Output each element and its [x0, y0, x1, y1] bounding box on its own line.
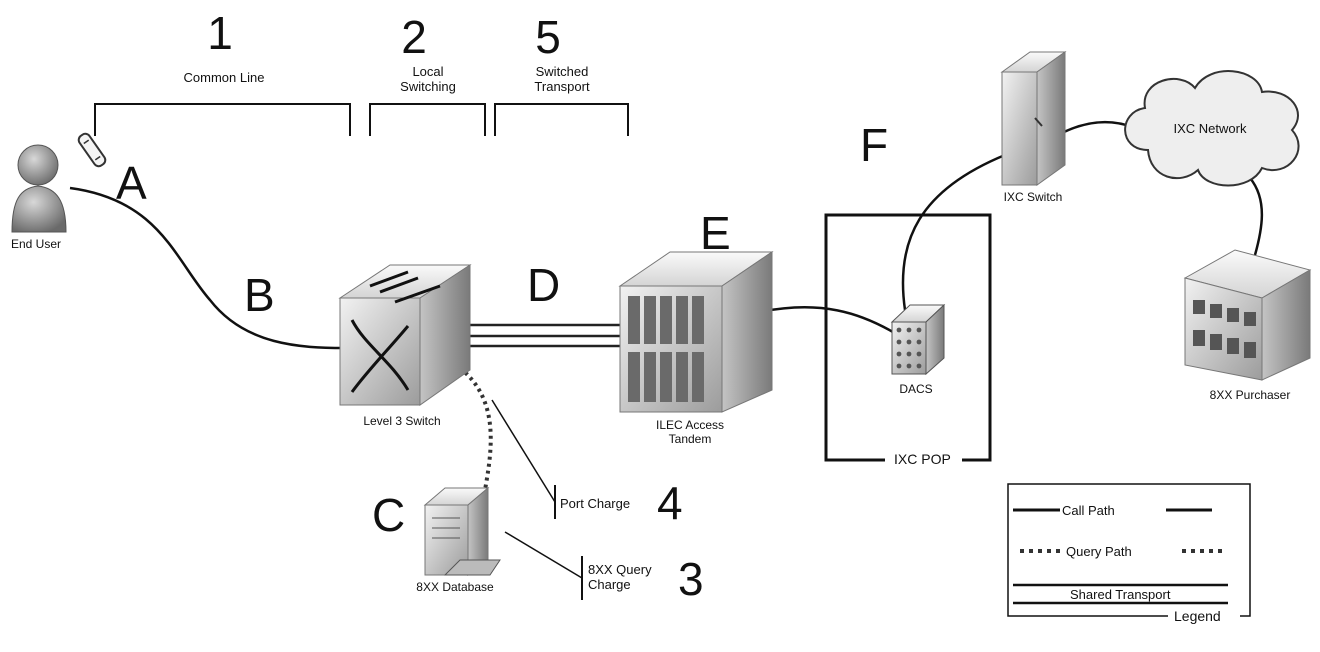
section-2-label: Local Switching [400, 64, 456, 94]
bracket-common-line [94, 103, 351, 136]
database-server-icon [423, 486, 501, 576]
legend-title: Legend [1174, 608, 1221, 624]
section-1-number: 1 [207, 7, 233, 59]
access-tandem-label: ILEC Access Tandem [655, 418, 725, 446]
ixc-network-label: IXC Network [1173, 121, 1247, 136]
call-path-network-to-purchaser [1249, 177, 1264, 256]
section-1-label: Common Line [183, 70, 265, 85]
segment-a-label: A [116, 157, 147, 209]
query-charge-number: 3 [678, 553, 704, 605]
phone-handset-icon [77, 132, 107, 168]
database-label: 8XX Database [416, 580, 494, 594]
purchaser-label: 8XX Purchaser [1209, 388, 1291, 402]
end-user-label: End User [10, 237, 62, 251]
legend-shared-transport-label: Shared Transport [1070, 587, 1171, 602]
legend-query-path-label: Query Path [1066, 544, 1132, 559]
level3-switch-label: Level 3 Switch [363, 414, 441, 428]
segment-c-label: C [372, 489, 406, 541]
access-tandem-icon [618, 251, 774, 413]
dacs-label: DACS [899, 382, 933, 396]
query-charge-label: 8XX Query Charge [588, 562, 652, 592]
ixc-network-cloud [1124, 70, 1300, 187]
shared-transport-lines [470, 323, 625, 348]
ixc-pop-label: IXC POP [894, 451, 951, 467]
level3-switch-icon [338, 264, 472, 406]
section-2-number: 2 [401, 11, 427, 63]
ixc-switch-label: IXC Switch [1003, 190, 1063, 204]
bracket-local-switching [369, 103, 486, 136]
call-path-end-user-to-switch [69, 186, 346, 350]
ixc-switch-icon [1000, 51, 1067, 186]
segment-d-label: D [527, 259, 561, 311]
segment-f-label: F [860, 119, 889, 171]
port-charge-label: Port Charge [560, 496, 631, 511]
legend-call-path-label: Call Path [1062, 503, 1115, 518]
legend-box [1007, 483, 1251, 617]
end-user-icon [11, 144, 67, 233]
section-5-label: Switched Transport [534, 64, 590, 94]
query-path-switch-to-database [458, 366, 493, 491]
call-path-ixc-switch-to-network [1057, 120, 1136, 137]
section-5-number: 5 [535, 11, 561, 63]
port-charge-number: 4 [657, 477, 683, 529]
port-charge-leader [491, 399, 556, 503]
segment-e-label: E [700, 207, 731, 259]
dacs-icon [890, 303, 946, 376]
purchaser-building-icon [1183, 249, 1312, 381]
call-path-tandem-to-dacs [759, 306, 899, 337]
call-path-dacs-to-ixc-switch [901, 153, 1006, 311]
bracket-switched-transport [494, 103, 629, 136]
segment-b-label: B [244, 269, 275, 321]
query-charge-leader [504, 531, 583, 579]
ixc-pop-box [824, 213, 992, 462]
